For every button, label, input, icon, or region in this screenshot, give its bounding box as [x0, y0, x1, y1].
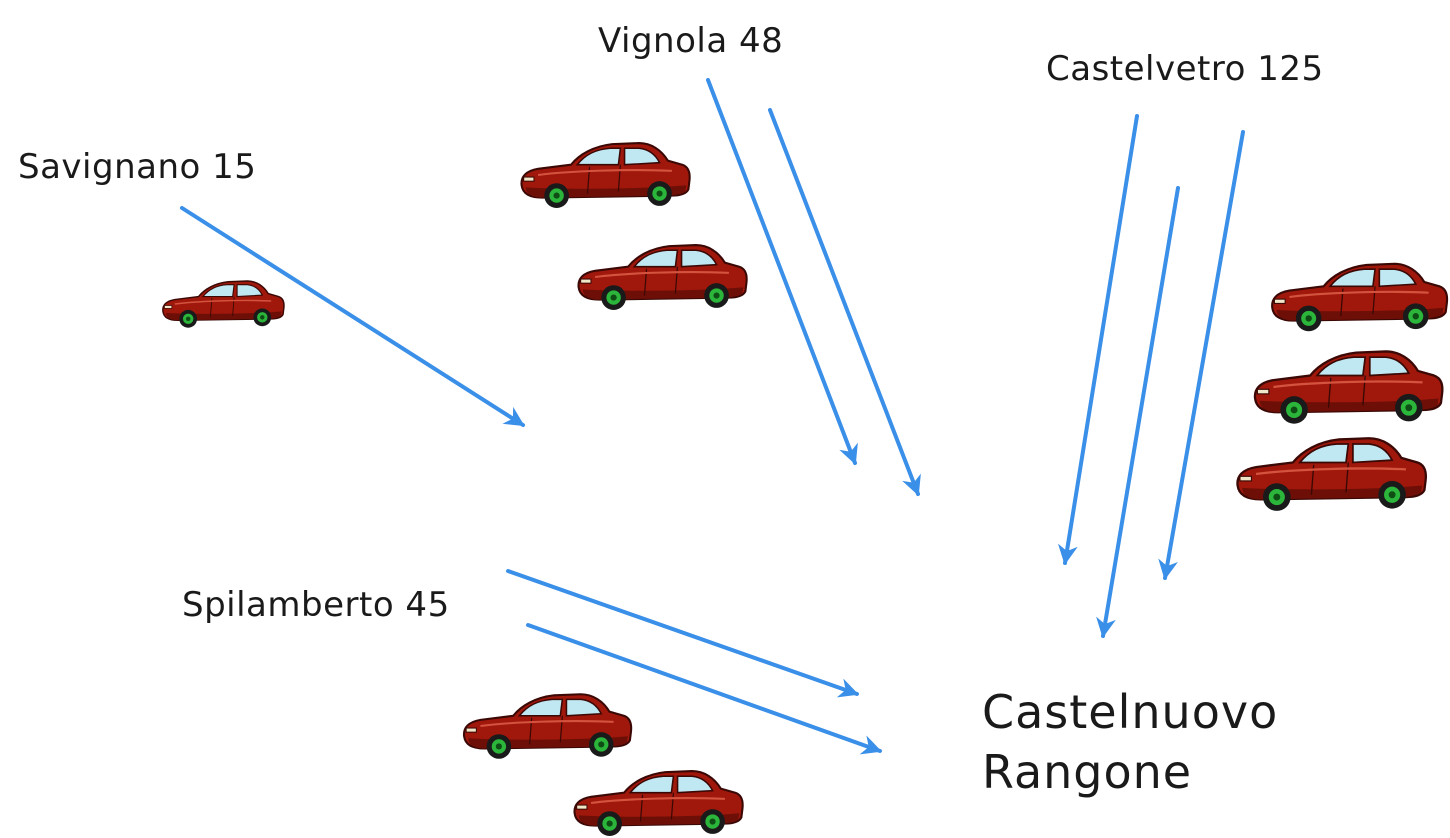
flow-arrow-spilamberto-2: [526, 623, 882, 755]
flow-arrow-savignano: [180, 206, 525, 427]
flow-arrow-castelvetro-2: [1096, 186, 1180, 638]
car-icon: [520, 142, 691, 209]
car-icon: [1236, 437, 1428, 513]
car-icon: [462, 693, 633, 760]
flow-arrow-vignola-2: [768, 108, 921, 496]
destination-label-line1: Castelnuovo: [982, 685, 1278, 739]
destination-label-line2: Rangone: [982, 745, 1192, 799]
origin-label-savignano: Savignano 15: [18, 147, 256, 187]
origin-label-castelvetro: Castelvetro 125: [1046, 49, 1324, 89]
car-icon: [162, 280, 285, 329]
car-icon: [1253, 350, 1444, 425]
origin-label-spilamberto: Spilamberto 45: [182, 585, 450, 625]
car-icon: [1271, 262, 1449, 333]
car-icon: [573, 770, 744, 837]
flow-arrow-castelvetro-3: [1158, 130, 1245, 580]
flow-arrow-castelvetro-1: [1057, 114, 1139, 565]
flow-arrow-vignola-1: [706, 78, 858, 465]
origin-label-vignola: Vignola 48: [598, 21, 783, 61]
flow-arrow-spilamberto-1: [506, 569, 859, 698]
car-icon: [577, 244, 748, 311]
